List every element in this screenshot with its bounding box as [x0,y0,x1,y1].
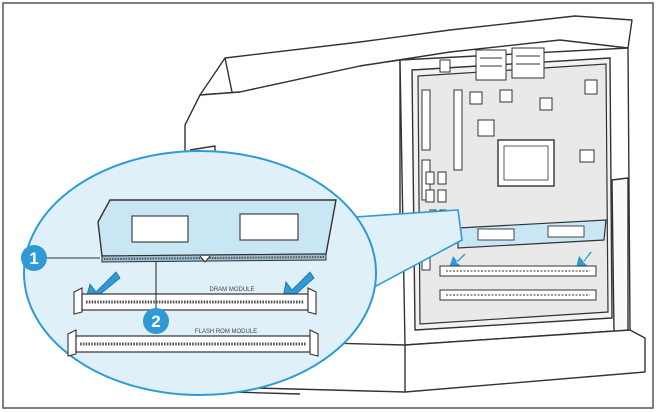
flash-slot-label: FLASH ROM MODULE [195,329,257,335]
callout-2: 2 [143,308,169,334]
board-dram-module [457,219,607,249]
board-insert-arrows [449,252,592,268]
svg-text:2: 2 [151,312,160,331]
dram-module [97,199,337,263]
flash-rom-slot: FLASH ROM MODULE [67,329,319,357]
main-chip [497,139,555,187]
dram-slot: DRAM MODULE [73,287,317,315]
dram-slot-label: DRAM MODULE [209,287,254,293]
svg-text:1: 1 [29,249,38,268]
callout-1: 1 [21,245,47,271]
magnified-view: DRAM MODULE FLASH ROM MODULE [23,150,377,396]
controller-board [417,47,609,325]
board-memory-slots [439,265,597,301]
